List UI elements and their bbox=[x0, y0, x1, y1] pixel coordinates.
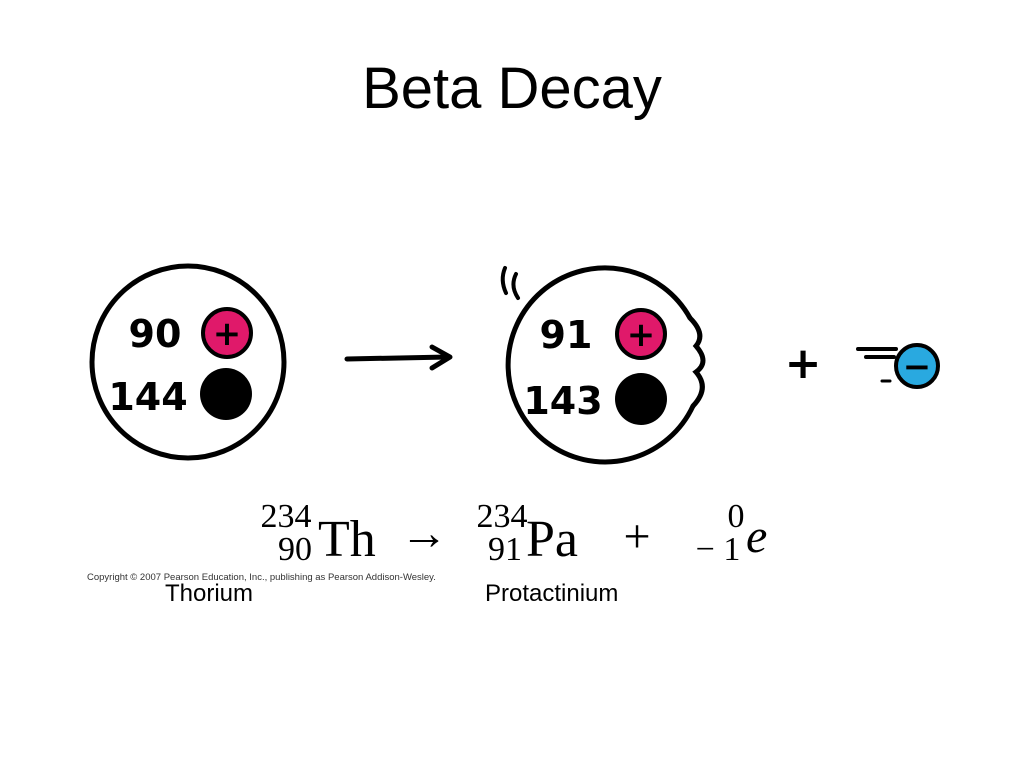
electron-particle-symbol: e bbox=[746, 510, 767, 563]
protactinium-atomic-number: 91 bbox=[488, 531, 522, 568]
thorium-neutron-count: 144 bbox=[108, 375, 187, 419]
protactinium-caption: Protactinium bbox=[485, 580, 619, 607]
protactinium-mass-number: 234 bbox=[477, 498, 528, 535]
nuclear-equation: 234 90 Th → 234 91 Pa + 0 − 1 e bbox=[261, 498, 768, 568]
protactinium-proton-symbol: + bbox=[627, 315, 656, 355]
decay-arrow bbox=[344, 344, 453, 371]
equation-arrow: → bbox=[400, 507, 448, 560]
thorium-atomic-number: 90 bbox=[278, 531, 312, 568]
protactinium-proton-count: 91 bbox=[540, 313, 593, 357]
electron-atomic-number: − 1 bbox=[696, 531, 741, 568]
thorium-symbol: Th bbox=[318, 511, 376, 568]
slide-title: Beta Decay bbox=[362, 56, 662, 121]
protactinium-burst-edge bbox=[687, 315, 706, 409]
protactinium-neutron-count: 143 bbox=[523, 379, 602, 423]
thorium-neutron-icon bbox=[200, 368, 252, 420]
decay-arrow-shaft bbox=[344, 354, 451, 362]
protactinium-proton-icon bbox=[615, 308, 667, 360]
copyright-notice: Copyright © 2007 Pearson Education, Inc.… bbox=[87, 572, 436, 583]
electron-mass-number: 0 bbox=[728, 498, 745, 535]
thorium-proton-icon bbox=[201, 307, 253, 359]
protactinium-nucleus: 91 + 143 bbox=[500, 265, 706, 465]
thorium-proton-symbol: + bbox=[213, 314, 242, 354]
electron-icon bbox=[894, 343, 940, 389]
protactinium-nucleus-outline bbox=[505, 265, 696, 465]
protactinium-symbol: Pa bbox=[526, 511, 578, 568]
protactinium-neutron-icon bbox=[615, 373, 667, 425]
recoil-line-icon bbox=[511, 272, 520, 300]
thorium-mass-number: 234 bbox=[261, 498, 312, 535]
electron-symbol: − bbox=[903, 347, 932, 387]
equation-plus: + bbox=[623, 510, 650, 563]
thorium-caption: Thorium bbox=[165, 580, 254, 607]
recoil-line-icon bbox=[500, 266, 508, 295]
emitted-electron: − bbox=[856, 343, 940, 389]
plus-sign: + bbox=[785, 338, 822, 389]
decay-arrow-head bbox=[429, 344, 453, 371]
thorium-nucleus: 90 + 144 bbox=[89, 263, 287, 461]
thorium-nucleus-outline bbox=[89, 263, 287, 461]
thorium-proton-count: 90 bbox=[129, 312, 182, 356]
